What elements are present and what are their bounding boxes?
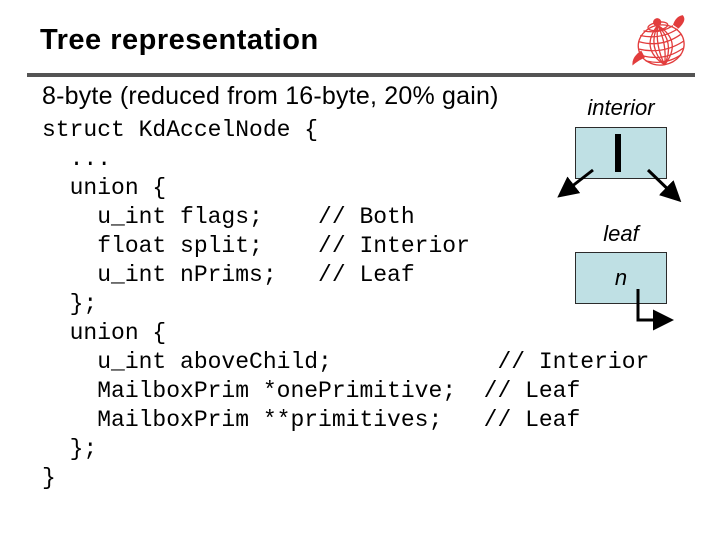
interior-node-box — [575, 127, 667, 179]
interior-node-label: interior — [587, 95, 655, 120]
utah-teapot-icon — [632, 15, 685, 66]
title-divider — [27, 73, 695, 77]
leaf-node-box: n — [575, 252, 667, 304]
leaf-node-label: leaf — [603, 221, 639, 246]
subtitle: 8-byte (reduced from 16-byte, 20% gain) — [42, 82, 499, 110]
split-plane-bar — [615, 134, 621, 172]
page-title: Tree representation — [40, 24, 319, 56]
leaf-count-symbol: n — [614, 265, 628, 290]
code-block: struct KdAccelNode { ... union { u_int f… — [42, 117, 650, 491]
